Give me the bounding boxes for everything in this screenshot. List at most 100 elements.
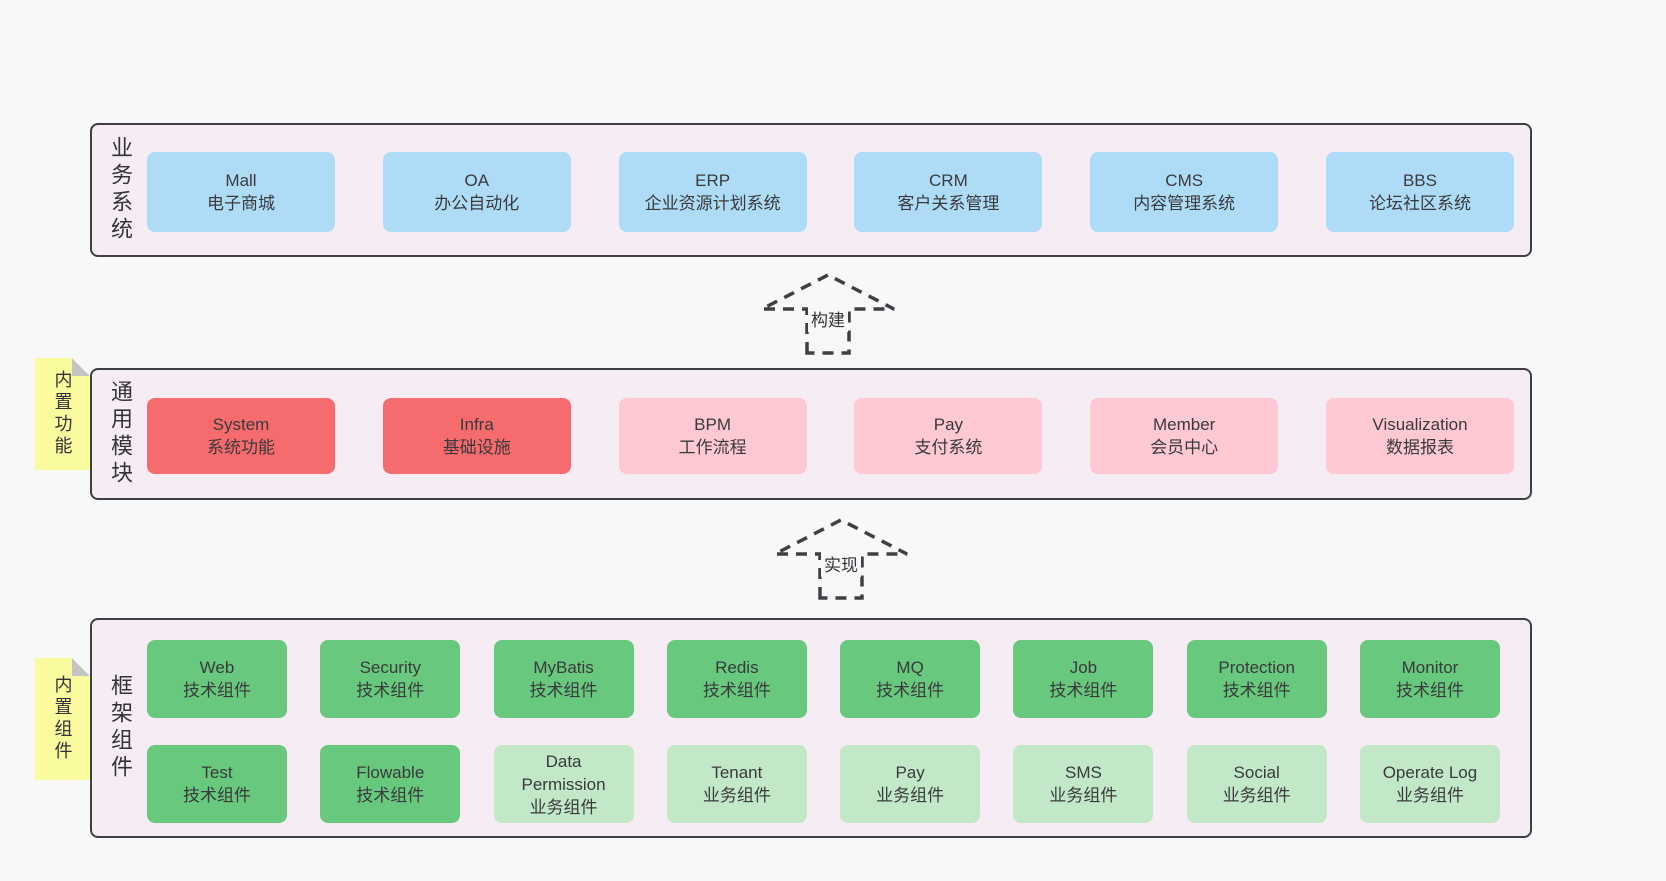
arrow-build-label: 构建 bbox=[808, 305, 848, 332]
module-box-crm: CRM 客户关系管理 bbox=[854, 152, 1043, 232]
module-name-zh: 支付系统 bbox=[914, 438, 983, 457]
module-box-flowable: Flowable 技术组件 bbox=[320, 745, 461, 823]
module-name-en: Tenant bbox=[711, 763, 763, 782]
module-name-en: BPM bbox=[694, 415, 732, 434]
module-name-en: Data Permission bbox=[521, 751, 606, 794]
sticky-note-builtin-components: 内置组件 bbox=[35, 658, 90, 780]
module-name-zh: 技术组件 bbox=[529, 681, 598, 700]
module-name-zh: 数据报表 bbox=[1385, 438, 1454, 457]
module-name-zh: 技术组件 bbox=[876, 681, 945, 700]
folded-corner-icon bbox=[72, 358, 90, 376]
module-box-test: Test 技术组件 bbox=[147, 745, 287, 823]
module-name-en: Test bbox=[201, 763, 233, 782]
module-name-en: MQ bbox=[896, 658, 924, 677]
module-box-tenant: Tenant 业务组件 bbox=[666, 745, 807, 823]
module-name-en: Pay bbox=[895, 763, 925, 782]
module-name-en: Social bbox=[1233, 763, 1280, 782]
module-name-en: SMS bbox=[1064, 763, 1102, 782]
module-name-en: Member bbox=[1153, 415, 1216, 434]
module-name-en: Mall bbox=[225, 171, 257, 190]
sticky-note-text: 内置功能 bbox=[52, 370, 73, 458]
module-box-oa: OA 办公自动化 bbox=[382, 152, 571, 232]
module-box-social: Social 业务组件 bbox=[1186, 745, 1327, 823]
module-box-job: Job 技术组件 bbox=[1013, 640, 1154, 718]
module-name-en: Visualization bbox=[1372, 415, 1468, 434]
module-name-zh: 技术组件 bbox=[356, 681, 425, 700]
sticky-note-builtin-features: 内置功能 bbox=[35, 358, 90, 470]
module-box-mybatis: MyBatis 技术组件 bbox=[493, 640, 634, 718]
layer-label-framework-components: 框架组件 bbox=[108, 674, 133, 782]
module-name-zh: 办公自动化 bbox=[434, 194, 520, 213]
arrow-implement-label: 实现 bbox=[821, 550, 861, 577]
layer-label-common-modules: 通用模块 bbox=[108, 380, 133, 488]
module-name-en: Monitor bbox=[1401, 658, 1459, 677]
module-name-zh: 业务组件 bbox=[529, 797, 598, 817]
arrow-build: 构建 bbox=[759, 272, 897, 356]
module-name-zh: 技术组件 bbox=[1395, 681, 1464, 700]
module-name-zh: 业务组件 bbox=[702, 786, 771, 805]
arrow-implement: 实现 bbox=[772, 517, 910, 601]
module-name-en: OA bbox=[464, 171, 490, 190]
module-name-zh: 客户关系管理 bbox=[897, 194, 1000, 213]
module-box-bbs: BBS 论坛社区系统 bbox=[1325, 152, 1514, 232]
module-name-zh: 系统功能 bbox=[207, 438, 275, 457]
module-name-en: Protection bbox=[1218, 658, 1295, 677]
module-name-en: Job bbox=[1069, 658, 1098, 677]
module-name-zh: 技术组件 bbox=[183, 681, 251, 700]
module-name-en: Flowable bbox=[356, 763, 425, 782]
module-box-data-permission: Data Permission 业务组件 bbox=[493, 745, 634, 823]
module-box-monitor: Monitor 技术组件 bbox=[1359, 640, 1500, 718]
module-name-en: Pay bbox=[933, 415, 964, 434]
module-name-zh: 会员中心 bbox=[1150, 438, 1219, 457]
module-name-zh: 内容管理系统 bbox=[1133, 194, 1236, 213]
module-box-system: System 系统功能 bbox=[147, 398, 335, 474]
module-box-visualization: Visualization 数据报表 bbox=[1325, 398, 1514, 474]
layer-label-business-systems: 业务系统 bbox=[108, 136, 133, 244]
module-name-en: MyBatis bbox=[533, 658, 594, 677]
module-box-redis: Redis 技术组件 bbox=[666, 640, 807, 718]
module-name-en: CMS bbox=[1165, 171, 1204, 190]
folded-corner-icon bbox=[72, 658, 90, 676]
module-name-zh: 技术组件 bbox=[356, 786, 425, 805]
module-name-en: Redis bbox=[715, 658, 759, 677]
module-box-bpm: BPM 工作流程 bbox=[618, 398, 807, 474]
module-box-pay: Pay 支付系统 bbox=[854, 398, 1043, 474]
module-box-sms: SMS 业务组件 bbox=[1013, 745, 1154, 823]
module-name-zh: 工作流程 bbox=[678, 438, 747, 457]
module-name-en: BBS bbox=[1402, 171, 1437, 190]
module-name-zh: 业务组件 bbox=[1222, 786, 1291, 805]
module-name-zh: 业务组件 bbox=[1049, 786, 1118, 805]
up-block-arrow-icon bbox=[761, 273, 895, 355]
module-name-zh: 技术组件 bbox=[1049, 681, 1118, 700]
module-box-mall: Mall 电子商城 bbox=[147, 152, 335, 232]
module-name-en: Infra bbox=[459, 415, 494, 434]
module-box-member: Member 会员中心 bbox=[1090, 398, 1279, 474]
module-name-en: CRM bbox=[929, 171, 968, 190]
module-name-zh: 技术组件 bbox=[702, 681, 771, 700]
module-box-pay: Pay 业务组件 bbox=[840, 745, 981, 823]
module-name-en: System bbox=[212, 415, 270, 434]
module-name-zh: 技术组件 bbox=[1222, 681, 1291, 700]
up-block-arrow-icon bbox=[774, 518, 908, 600]
module-box-mq: MQ 技术组件 bbox=[840, 640, 981, 718]
module-name-zh: 论坛社区系统 bbox=[1368, 194, 1471, 213]
module-name-zh: 技术组件 bbox=[183, 786, 251, 805]
sticky-note-text: 内置组件 bbox=[52, 675, 73, 763]
module-name-zh: 业务组件 bbox=[876, 786, 945, 805]
module-box-protection: Protection 技术组件 bbox=[1186, 640, 1327, 718]
module-name-en: ERP bbox=[695, 171, 731, 190]
module-name-zh: 电子商城 bbox=[207, 194, 275, 213]
module-name-en: Operate Log bbox=[1382, 763, 1478, 782]
